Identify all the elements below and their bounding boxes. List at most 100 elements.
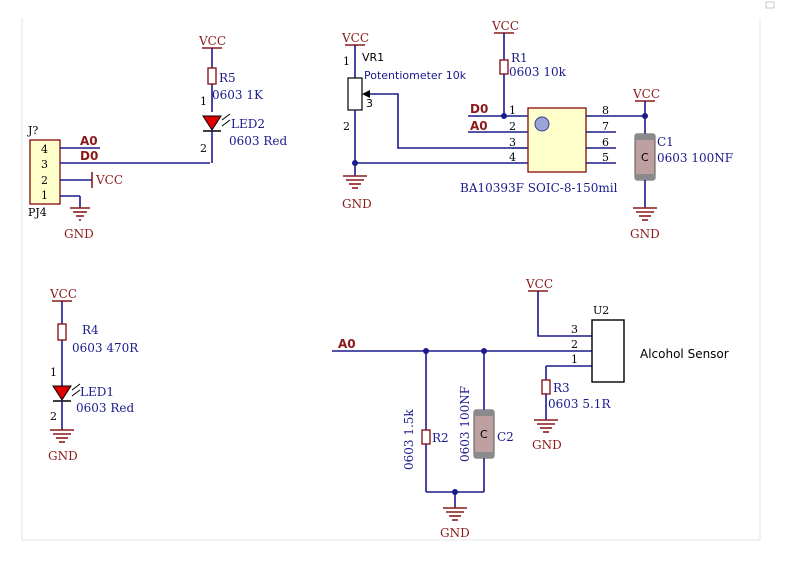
sheet-corner-mark	[765, 1, 775, 9]
c1-vcc-label: VCC	[632, 87, 660, 101]
led2-pin1: 1	[200, 95, 207, 108]
c2-cap-bottom	[474, 452, 494, 458]
u1-pin-3: 3	[509, 136, 516, 149]
r3-body	[541, 379, 551, 395]
vr1-vcc-label: VCC	[341, 31, 369, 45]
r2-c2-branch: R2 0603 1.5k C C2 0603 100NF GND	[402, 348, 514, 540]
r4-led1-branch: VCC R4 0603 470R 1 LED1 0603 Red 2 GND	[48, 287, 139, 463]
c1-junction	[642, 113, 648, 119]
led1-gnd-label: GND	[48, 449, 78, 463]
c2-value: 0603 100NF	[458, 386, 472, 462]
c2-designator: C2	[497, 430, 514, 444]
r4-value: 0603 470R	[72, 341, 139, 355]
c1-cap-top	[635, 134, 655, 140]
connector-net-a0: A0	[80, 134, 98, 148]
c1-value: 0603 100NF	[657, 151, 733, 165]
c1-designator: C1	[657, 135, 674, 149]
led2-designator: LED2	[231, 117, 265, 131]
connector-pin-3: 3	[41, 158, 48, 171]
c2-body-text: C	[480, 428, 488, 441]
connector-body	[29, 139, 61, 205]
led1-designator: LED1	[80, 385, 114, 399]
vr1-gnd-symbol	[343, 175, 367, 189]
u1-pin1-dot	[534, 116, 550, 132]
led2-pin2: 2	[200, 142, 207, 155]
u1-pin-5: 5	[602, 151, 609, 164]
c1-branch: VCC C C1 0603 100NF GND	[630, 87, 733, 241]
vr1-designator: VR1	[362, 51, 384, 64]
r3-gnd-symbol	[534, 419, 558, 433]
u1-net-a0: A0	[470, 119, 488, 133]
led1-pin1: 1	[50, 366, 57, 379]
u2-name: Alcohol Sensor	[640, 347, 729, 361]
connector-pin-2: 2	[41, 174, 48, 187]
r1-designator: R1	[511, 51, 528, 65]
r1-value: 0603 10k	[509, 65, 567, 79]
vr1-pin-bottom: 2	[343, 120, 350, 133]
vr1-wiper-wire	[370, 93, 512, 149]
u2-pin-3: 3	[571, 323, 578, 336]
r2-body	[421, 429, 431, 445]
u2-pin-2: 2	[571, 338, 578, 351]
u1-body	[527, 107, 587, 173]
u2-vcc-label: VCC	[525, 277, 553, 291]
r1-vcc-label: VCC	[491, 19, 519, 33]
r2-c2-gnd-symbol	[443, 507, 467, 521]
r5-vcc-label: VCC	[198, 34, 226, 48]
vr1-branch: VCC 1 VR1 Potentiometer 10k 3 2 GND	[341, 31, 512, 211]
vr1-value: Potentiometer 10k	[364, 69, 467, 82]
connector-name: PJ4	[28, 206, 47, 219]
connector-j4: J? 4 3 2 1 PJ4 A0 D0 VCC GND	[27, 124, 210, 241]
r2-value: 0603 1.5k	[402, 409, 416, 470]
u2-wire-pin3	[537, 291, 592, 337]
r2-c2-gnd-label: GND	[440, 526, 470, 540]
u1-comparator: D0 A0 1 2 3 4 8 7 6 5 BA10393F SOIC-8-15…	[355, 102, 645, 195]
led1-value: 0603 Red	[76, 401, 134, 415]
vr1-body	[347, 77, 363, 111]
led2-triangle	[202, 115, 222, 131]
connector-gnd-label: GND	[64, 227, 94, 241]
c2-cap-top	[474, 410, 494, 416]
led1-triangle	[52, 385, 72, 401]
u1-pin-8: 8	[602, 104, 609, 117]
r1-body	[499, 59, 509, 75]
connector-vcc-label: VCC	[95, 173, 123, 187]
u2-body	[591, 319, 625, 383]
connector-gnd-symbol	[70, 207, 90, 221]
c1-gnd-symbol	[633, 207, 657, 221]
vr1-pin-top: 1	[343, 55, 350, 68]
u2-sensor-block: VCC A0 3 2 1 U2 Alcohol Sensor R3 0603 5…	[332, 277, 729, 452]
r4-designator: R4	[82, 323, 99, 337]
r3-designator: R3	[553, 381, 570, 395]
r5-value: 0603 1K	[212, 88, 264, 102]
r4-body	[57, 323, 67, 341]
r2-designator: R2	[432, 431, 449, 445]
vr1-wiper-arrow	[362, 90, 370, 98]
u1-pin-6: 6	[602, 136, 609, 149]
u1-part-label: BA10393F SOIC-8-150mil	[460, 181, 618, 195]
connector-designator: J?	[27, 124, 38, 137]
r1-branch: VCC R1 0603 10k	[491, 19, 567, 119]
connector-net-d0: D0	[80, 149, 98, 163]
r3-gnd-label: GND	[532, 438, 562, 452]
r5-body	[207, 67, 217, 85]
r5-designator: R5	[219, 71, 236, 85]
led1-light-arrow-2	[71, 389, 81, 397]
u1-pin-7: 7	[602, 120, 609, 133]
connector-pin-1: 1	[41, 189, 48, 202]
connector-pin-4: 4	[41, 143, 48, 156]
vr1-gnd-label: GND	[342, 197, 372, 211]
led1-gnd-symbol	[50, 429, 74, 443]
led2-light-arrow-2	[221, 119, 231, 127]
led2-value: 0603 Red	[229, 134, 287, 148]
c1-cap-bottom	[635, 174, 655, 180]
c1-body-text: C	[641, 151, 649, 164]
led1-pin2: 2	[50, 410, 57, 423]
r4-vcc-label: VCC	[49, 287, 77, 301]
u2-designator: U2	[593, 304, 609, 317]
r5-led2-branch: VCC R5 0603 1K 1 LED2 0603 Red 2	[198, 34, 287, 163]
u2-pin-1: 1	[571, 353, 578, 366]
led2-light-arrow-1	[221, 113, 231, 121]
r3-value: 0603 5.1R	[548, 397, 611, 411]
